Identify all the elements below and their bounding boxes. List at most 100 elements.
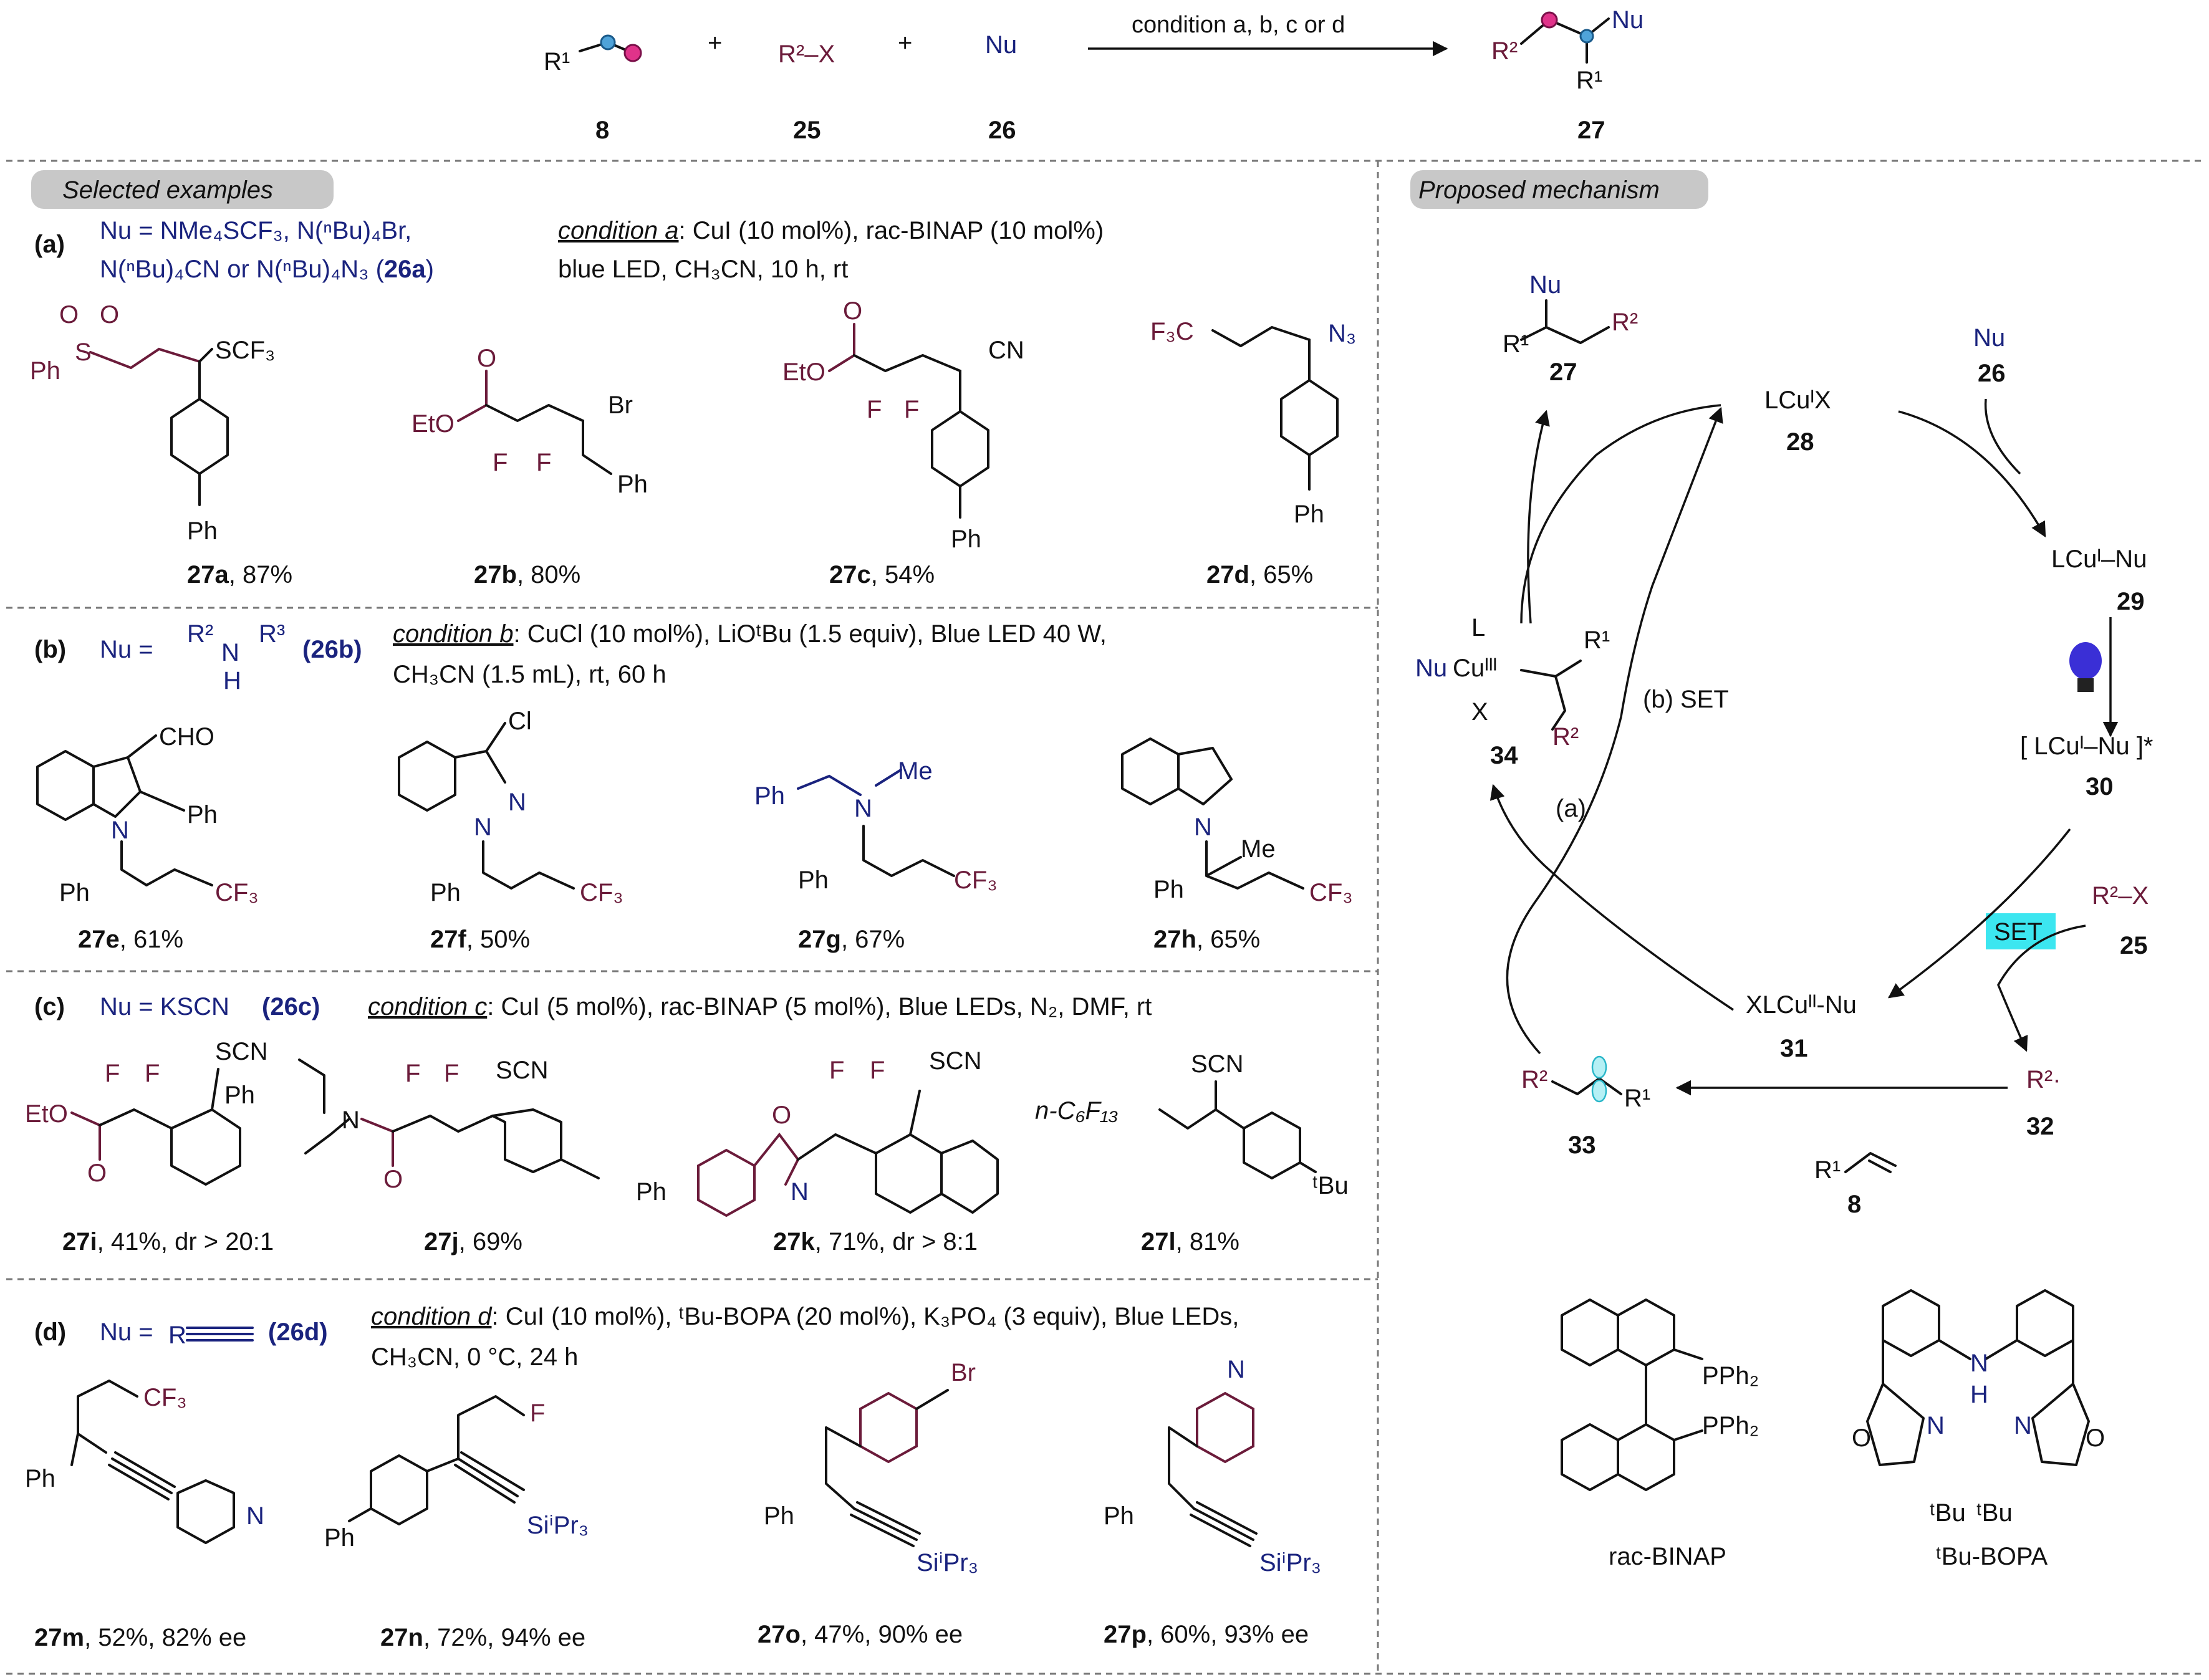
structure-27p: N Ph SiⁱPr₃ <box>1104 1356 1321 1577</box>
svg-text:Me: Me <box>898 757 933 785</box>
svg-text:Br: Br <box>951 1359 976 1386</box>
mech-25-label: 25 <box>2120 932 2148 959</box>
caption-27i: 27i, 41%, dr > 20:1 <box>62 1228 274 1255</box>
section-c-nu-code: (26c) <box>262 993 320 1020</box>
svg-text:O: O <box>772 1102 791 1129</box>
svg-text:H: H <box>1970 1381 1988 1408</box>
svg-text:Me: Me <box>1241 835 1276 863</box>
svg-text:R¹: R¹ <box>1814 1156 1841 1184</box>
svg-text:Ph: Ph <box>617 471 648 498</box>
caption-27e: 27e, 61% <box>78 926 183 953</box>
section-b-conditions-line2: CH₃CN (1.5 mL), rt, 60 h <box>393 661 667 688</box>
section-b-conditions-line1: condition b: CuCl (10 mol%), LiOᵗBu (1.5… <box>393 620 1107 648</box>
alkyl-halide-25: R²–X 25 <box>778 41 835 144</box>
svg-text:N: N <box>1927 1412 1945 1439</box>
mech-30-label: 30 <box>2086 773 2114 800</box>
svg-text:O: O <box>477 345 496 372</box>
svg-text:Ph: Ph <box>1153 876 1184 903</box>
svg-text:N₃: N₃ <box>1328 320 1356 347</box>
mech-29-label: 29 <box>2117 588 2145 615</box>
svg-text:CN: CN <box>988 337 1024 364</box>
svg-text:CF₃: CF₃ <box>215 879 259 906</box>
section-d-nu-pre: Nu = <box>100 1318 153 1346</box>
svg-text:S: S <box>75 338 92 366</box>
svg-text:N: N <box>246 1502 264 1530</box>
svg-text:O: O <box>87 1159 107 1187</box>
section-d-conditions-line2: CH₃CN, 0 °C, 24 h <box>371 1343 578 1371</box>
svg-text:L: L <box>1471 614 1485 641</box>
svg-text:F: F <box>405 1060 420 1087</box>
svg-text:F: F <box>536 449 551 476</box>
caption-27k: 27k, 71%, dr > 8:1 <box>773 1228 978 1255</box>
svg-text:Ph: Ph <box>951 526 981 553</box>
svg-text:F: F <box>870 1057 885 1084</box>
svg-text:O: O <box>59 301 79 329</box>
svg-text:O: O <box>383 1166 403 1193</box>
svg-text:Ph: Ph <box>30 357 60 385</box>
section-a-tag: (a) <box>34 231 65 258</box>
svg-text:Ph: Ph <box>187 517 218 545</box>
svg-text:N: N <box>474 814 492 841</box>
structure-27m: CF₃ Ph N <box>25 1380 264 1544</box>
compound-26-label: 26 <box>988 117 1016 144</box>
svg-text:SiⁱPr₃: SiⁱPr₃ <box>527 1512 589 1539</box>
light-bulb-icon <box>2069 642 2102 692</box>
svg-text:33: 33 <box>1568 1131 1596 1159</box>
r1-label: R¹ <box>544 48 570 75</box>
product-r2: R² <box>1491 37 1518 65</box>
mech-30-formula: [ LCuᴵ–Nu ]* <box>2020 732 2153 760</box>
svg-text:H: H <box>223 667 241 694</box>
svg-text:Ph: Ph <box>1294 501 1324 528</box>
mech-26-label: 26 <box>1978 360 2006 387</box>
svg-text:SiⁱPr₃: SiⁱPr₃ <box>1259 1549 1321 1577</box>
mech-r2x: R²–X <box>2092 882 2149 910</box>
section-a: (a) Nu = NMe₄SCF₃, N(ⁿBu)₄Br, N(ⁿBu)₄CN … <box>30 217 1356 588</box>
svg-text:SCN: SCN <box>215 1038 267 1065</box>
svg-text:O: O <box>100 301 119 329</box>
mech-32-label: 32 <box>2026 1113 2054 1140</box>
bopa-caption: ᵗBu-BOPA <box>1936 1543 2048 1570</box>
mech-product-27: Nu R¹ R² 27 <box>1503 271 1638 386</box>
svg-text:N: N <box>2014 1412 2032 1439</box>
path-b-label: (b) SET <box>1643 686 1729 713</box>
proposed-mechanism-text: Proposed mechanism <box>1418 176 1660 204</box>
svg-text:N: N <box>111 817 129 844</box>
structure-27n: Ph F SiⁱPr₃ <box>324 1395 589 1552</box>
section-c-tag: (c) <box>34 993 65 1020</box>
mech-31-formula: XLCuᴵᴵ-Nu <box>1746 991 1857 1019</box>
svg-text:8: 8 <box>1847 1191 1861 1218</box>
mechanism-cycle: Nu R¹ R² 27 LCuᴵX 28 Nu 26 LCuᴵ–Nu 29 [ … <box>1415 271 2153 1218</box>
svg-text:O: O <box>2086 1424 2105 1452</box>
product-27: R² Nu R¹ 27 <box>1491 6 1644 144</box>
svg-text:27: 27 <box>1549 358 1577 386</box>
svg-text:N: N <box>1227 1356 1245 1383</box>
svg-text:Cuᴵᴵᴵ: Cuᴵᴵᴵ <box>1453 655 1497 682</box>
caption-27b: 27b, 80% <box>474 561 580 588</box>
svg-text:Ph: Ph <box>25 1465 55 1492</box>
plus-sign-2: + <box>898 29 912 57</box>
caption-27d: 27d, 65% <box>1206 561 1313 588</box>
svg-text:ᵗBu: ᵗBu <box>1976 1499 2013 1527</box>
alkene-8: R¹ 8 <box>544 34 642 144</box>
section-a-nu-line2: N(ⁿBu)₄CN or N(ⁿBu)₄N₃ (26a) <box>100 256 434 283</box>
svg-text:Ph: Ph <box>798 866 829 894</box>
svg-text:Nu: Nu <box>1529 271 1561 299</box>
svg-text:F: F <box>444 1060 459 1087</box>
section-a-conditions-line2: blue LED, CH₃CN, 10 h, rt <box>558 256 848 283</box>
plus-sign: + <box>708 29 722 57</box>
structure-27e: CHO Ph N Ph CF₃ <box>36 723 259 906</box>
svg-text:F: F <box>105 1060 120 1087</box>
svg-text:F: F <box>829 1057 844 1084</box>
svg-text:Ph: Ph <box>764 1502 794 1530</box>
svg-text:F: F <box>145 1060 160 1087</box>
binap-caption: rac-BINAP <box>1609 1543 1726 1570</box>
mech-26-nu: Nu <box>1973 324 2005 352</box>
general-equation: R¹ 8 + R²–X 25 + Nu 26 condition a, b, c… <box>544 6 1644 144</box>
svg-text:34: 34 <box>1490 742 1518 769</box>
mech-28-label: 28 <box>1786 428 1814 456</box>
svg-text:Ph: Ph <box>59 879 90 906</box>
svg-text:Nu: Nu <box>1415 655 1447 682</box>
section-d-conditions-line1: condition d: CuI (10 mol%), ᵗBu-BOPA (20… <box>371 1303 1239 1330</box>
mech-radical-33: R² R¹ 33 <box>1521 1055 1650 1159</box>
